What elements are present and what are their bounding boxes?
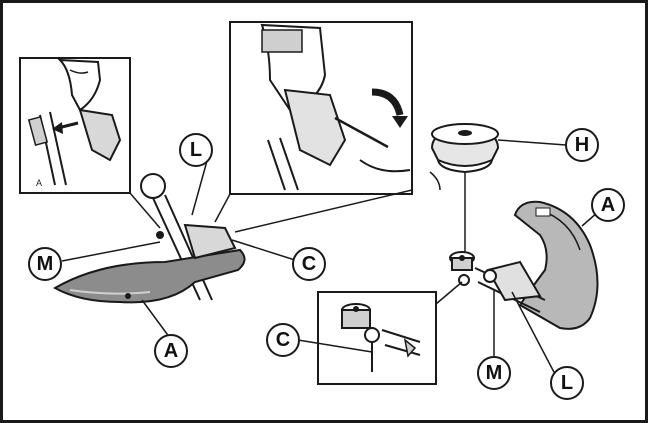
callout-right-A: A <box>591 188 625 222</box>
callout-right-C: C <box>266 323 300 357</box>
leader-left-A <box>141 299 171 339</box>
callout-left-L: L <box>179 133 213 167</box>
mounting-screw-icon <box>364 327 380 343</box>
inset-screw-closeup <box>317 291 437 385</box>
leader-left-M <box>61 241 161 262</box>
callout-left-M: M <box>28 247 62 281</box>
callout-right-L: L <box>550 366 584 400</box>
trimmer-line-spool-icon <box>429 123 500 191</box>
callout-right-H: H <box>565 128 599 162</box>
leader-right-H <box>497 139 567 146</box>
callout-left-C: C <box>292 247 326 281</box>
leader-right-C <box>297 339 373 353</box>
left-guard-assembly <box>52 173 246 304</box>
svg-text:A: A <box>36 178 42 188</box>
inset-latch-detail: A <box>19 57 131 194</box>
callout-left-A: A <box>154 334 188 368</box>
inset-screw-detail <box>229 21 413 195</box>
leader-right-L <box>511 291 557 377</box>
leader-left-C <box>231 239 299 262</box>
callout-right-M: M <box>477 356 511 390</box>
right-guard-assembly <box>449 200 599 330</box>
